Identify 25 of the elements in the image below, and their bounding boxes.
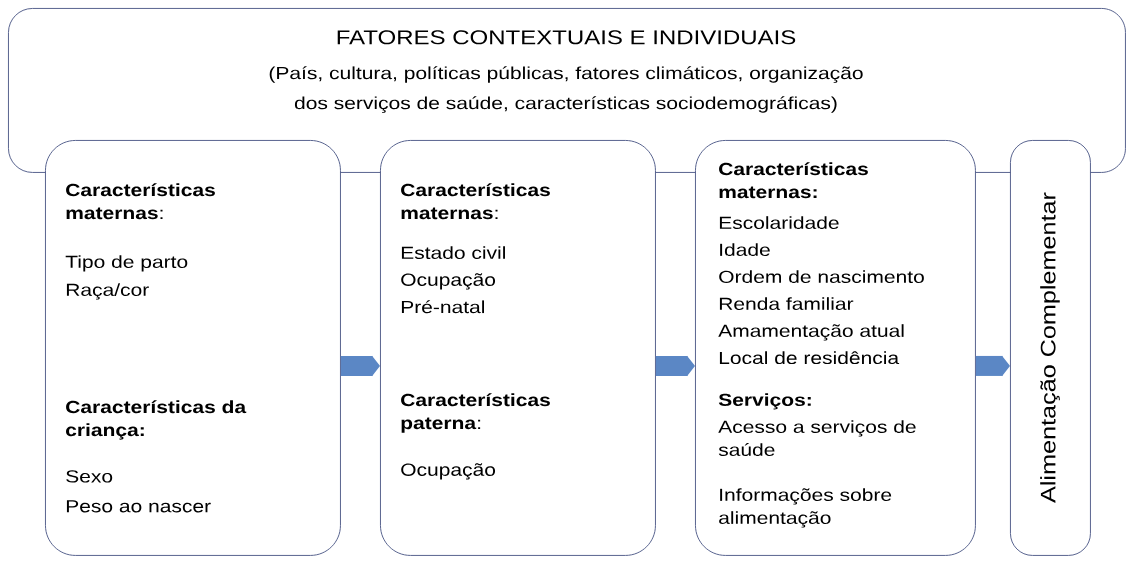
- list-item: Ocupação: [401, 273, 496, 290]
- list-item: Amamentação atual: [718, 324, 904, 341]
- list-item: Pré-natal: [401, 300, 484, 314]
- list-item: Ocupação: [401, 463, 496, 480]
- rotated-label: Alimentação Complementar: [1040, 192, 1060, 503]
- list-item: Sexo: [66, 470, 113, 483]
- list-item: Local de residência: [719, 351, 900, 365]
- list-item: Idade: [720, 243, 770, 257]
- list-item: Peso ao nascer: [66, 500, 211, 513]
- section-heading: Características da criança:: [66, 400, 247, 440]
- list-item: Tipo de parto: [65, 255, 188, 272]
- list-item: Estado civil: [401, 246, 505, 260]
- title: FATORES CONTEXTUAIS E INDIVIDUAIS: [337, 30, 796, 45]
- list-item: Ordem de nascimento: [719, 270, 924, 284]
- section-heading: Características maternas:: [401, 183, 550, 220]
- subtitle: (País, cultura, políticas públicas, fatores climáticos, organização dos serviços de saúde, características sociodemográficas): [269, 66, 863, 113]
- section-heading: Características maternas:: [66, 183, 215, 220]
- list-item: Renda familiar: [719, 297, 854, 311]
- section-heading: Características paterna:: [401, 393, 550, 433]
- list-item: Acesso a serviços de saúde: [718, 420, 916, 457]
- list-item: Informações sobre alimentação: [719, 488, 892, 528]
- section-heading: Características maternas:: [719, 162, 868, 199]
- list-item: Escolaridade: [719, 216, 839, 230]
- section-heading: Serviços:: [718, 393, 811, 410]
- list-item: Raça/cor: [66, 283, 149, 300]
